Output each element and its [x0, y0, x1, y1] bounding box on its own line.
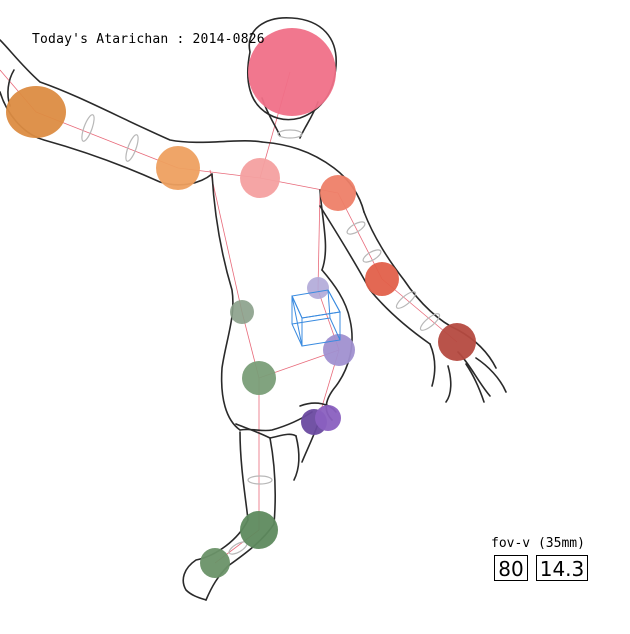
- joint-head[interactable]: [248, 28, 336, 116]
- joint-right-hand[interactable]: [6, 86, 66, 138]
- joint-neck[interactable]: [240, 158, 280, 198]
- joint-left-hand[interactable]: [438, 323, 476, 361]
- joint-right-hip[interactable]: [230, 300, 254, 324]
- joint-right-knee[interactable]: [240, 511, 278, 549]
- joint-pelvis[interactable]: [242, 361, 276, 395]
- body-outline: [0, 17, 507, 601]
- fov-value-field[interactable]: 80: [494, 555, 528, 581]
- page-title: Today's Atarichan : 2014-0826: [32, 32, 265, 47]
- joint-waist[interactable]: [307, 277, 329, 299]
- joint-handles[interactable]: [6, 28, 476, 578]
- joint-left-shoulder[interactable]: [320, 175, 356, 211]
- transform-cube-icon[interactable]: [291, 289, 341, 347]
- skeleton-lines: [0, 69, 458, 564]
- joint-left-knee-front[interactable]: [315, 405, 341, 431]
- joint-left-hip[interactable]: [323, 334, 355, 366]
- bone-rings: [81, 114, 441, 555]
- joint-left-elbow[interactable]: [365, 262, 399, 296]
- joint-right-foot[interactable]: [200, 548, 230, 578]
- fov-label: fov-v (35mm): [491, 536, 585, 551]
- joint-right-elbow[interactable]: [156, 146, 200, 190]
- focal-length-field[interactable]: 14.3: [536, 555, 588, 581]
